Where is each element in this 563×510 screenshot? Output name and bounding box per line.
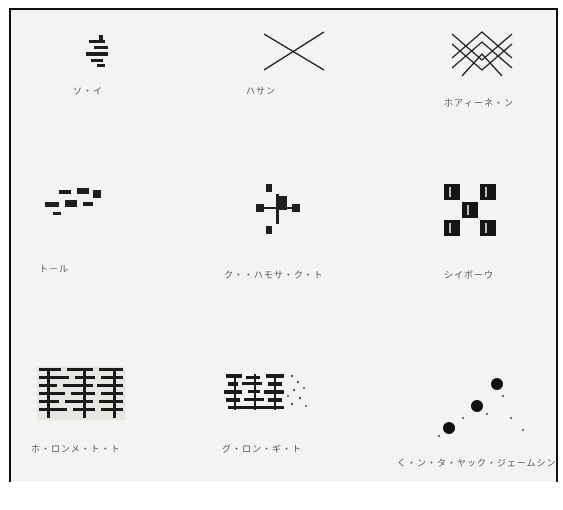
pattern-caption-3: ホアィーネ・ン [444, 96, 563, 109]
cross-lines-motif [216, 30, 376, 90]
pattern-caption-1: ソ・イ [73, 84, 233, 97]
pattern-cell-4: ト－ル [31, 178, 191, 318]
scattered-dots-motif [393, 370, 563, 450]
diamond-lattice-motif [406, 24, 563, 94]
pattern-caption-7: ホ・ロンメ・ト・ト [31, 442, 191, 455]
pattern-cell-2: ハサン [216, 30, 376, 170]
swirl-motif [31, 30, 191, 90]
pattern-cell-9: く・ン・タ・ヤック・ジェームシン [393, 370, 553, 510]
pattern-cell-8: グ・ロン・ギ・ト [216, 368, 376, 508]
plus-square-motif [216, 172, 376, 252]
pattern-cell-1: ソ・イ [31, 30, 191, 170]
pattern-caption-8: グ・ロン・ギ・ト [222, 442, 382, 455]
bars-motif [31, 178, 191, 228]
pattern-caption-9: く・ン・タ・ヤック・ジェームシン [397, 456, 557, 469]
pattern-sheet: ソ・イ ハサン ホアィーネ・ン [9, 8, 558, 482]
checkerboard-motif [406, 172, 563, 252]
pattern-caption-6: シイボーウ [444, 268, 563, 281]
pattern-cell-3: ホアィーネ・ン [406, 24, 563, 164]
pattern-cell-5: ク・・ハモサ・ク・ト [216, 172, 376, 312]
pattern-cell-7: ホ・ロンメ・ト・ト [27, 358, 187, 498]
dotted-weave-motif [216, 368, 376, 428]
pattern-caption-4: ト－ル [39, 262, 199, 275]
pattern-caption-5: ク・・ハモサ・ク・ト [224, 268, 384, 281]
pattern-caption-2: ハサン [246, 84, 406, 97]
pattern-cell-6: シイボーウ [406, 172, 563, 312]
woven-block-motif [27, 358, 197, 428]
